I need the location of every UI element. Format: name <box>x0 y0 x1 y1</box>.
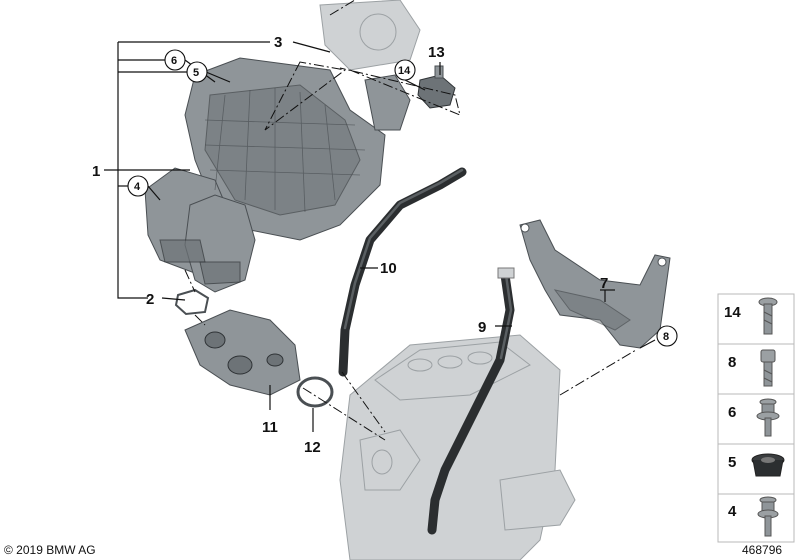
o-ring-12 <box>296 376 334 408</box>
svg-text:5: 5 <box>728 454 736 471</box>
legend-row: 6 <box>717 393 795 445</box>
torx-bolt-icon <box>758 297 778 335</box>
callout-13: 13 <box>428 44 445 61</box>
flange-11 <box>184 309 301 396</box>
svg-text:14: 14 <box>724 304 741 321</box>
callout-7: 7 <box>600 275 608 292</box>
callout-8-circle: 8 <box>656 325 678 347</box>
hardware-legend: 14 8 6 <box>717 293 795 543</box>
callout-4-circle: 4 <box>127 175 149 197</box>
intake-manifold <box>144 57 411 293</box>
callout-2: 2 <box>146 291 154 308</box>
callout-3: 3 <box>274 34 282 51</box>
callout-12: 12 <box>304 439 321 456</box>
engine-block-ghost <box>339 334 576 560</box>
svg-text:8: 8 <box>663 331 669 343</box>
legend-row: 5 <box>717 443 795 495</box>
callout-14-circle: 14 <box>394 59 416 81</box>
diagram-number: 468796 <box>742 543 782 557</box>
copyright-text: © 2019 BMW AG <box>4 543 96 557</box>
callout-6-circle: 6 <box>164 49 186 71</box>
svg-text:4: 4 <box>134 181 141 193</box>
spacer-bolt-icon <box>756 398 780 437</box>
callout-9: 9 <box>478 319 486 336</box>
svg-text:6: 6 <box>728 404 736 421</box>
sensor-13 <box>417 65 456 109</box>
hose-10 <box>338 167 467 377</box>
throttle-ghost <box>319 0 421 71</box>
callout-1: 1 <box>92 163 100 180</box>
callout-11: 11 <box>262 419 278 436</box>
bracket-7 <box>519 219 671 349</box>
legend-row: 14 <box>717 293 795 345</box>
shoulder-bolt-icon <box>757 496 779 537</box>
svg-text:5: 5 <box>193 67 199 79</box>
svg-text:4: 4 <box>728 503 737 520</box>
gasket-2 <box>174 288 210 316</box>
svg-text:14: 14 <box>398 65 411 77</box>
callout-10: 10 <box>380 260 397 277</box>
assembly-lines <box>184 0 637 441</box>
svg-text:8: 8 <box>728 354 736 371</box>
legend-row: 4 <box>717 493 795 543</box>
callout-5-circle: 5 <box>186 61 208 83</box>
svg-text:6: 6 <box>171 55 177 67</box>
rubber-grommet-icon <box>751 453 785 477</box>
socket-bolt-icon <box>760 349 776 387</box>
hose-9 <box>427 267 515 535</box>
legend-row: 8 <box>717 343 795 395</box>
